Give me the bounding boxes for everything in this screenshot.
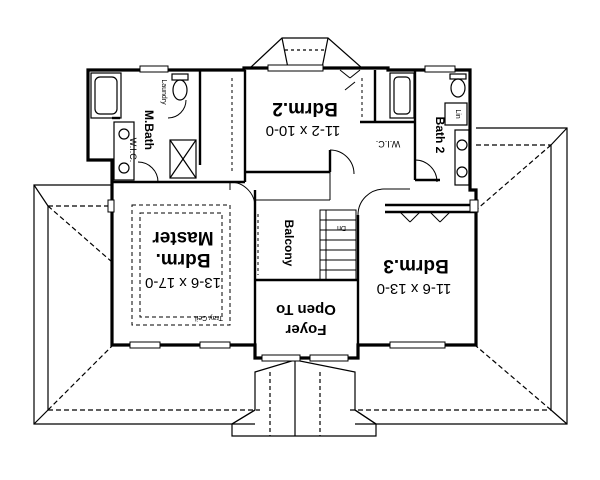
exterior-walls <box>86 66 478 360</box>
room-foyer: Open To Foyer <box>276 301 336 338</box>
stair <box>319 209 357 281</box>
bedroom2-size: 11-2 x 10-0 <box>266 122 341 139</box>
bedroom3-name: Bdrm.3 <box>383 255 448 276</box>
hall-lines <box>255 172 331 201</box>
master-name-2: Bdrm. <box>156 249 211 270</box>
mbath-label: M.Bath <box>142 110 156 150</box>
foyer-line-2: Foyer <box>285 321 326 338</box>
door-swings <box>137 69 451 223</box>
laundry-label: Laundry <box>160 79 167 105</box>
bath2-label: Bath 2 <box>433 117 447 154</box>
bedroom2-name: Bdrm.2 <box>272 98 337 119</box>
master-name-1: Master <box>152 227 214 248</box>
tray-ceiling <box>131 204 231 326</box>
room-bedroom2: Bdrm.2 11-2 x 10-0 <box>266 98 341 139</box>
room-master: Master Bdrm. 13-6 x 17-0 Tray Ceil. <box>145 227 223 321</box>
bedroom3-size: 11-6 x 13-0 <box>377 280 452 297</box>
master-ceiling: Tray Ceil. <box>193 314 223 321</box>
wic-label: W.I.C. <box>376 139 401 149</box>
master-size: 13-6 x 17-0 <box>145 274 221 291</box>
fixtures <box>90 72 470 186</box>
stair-mark: Dn <box>337 224 346 231</box>
balcony-label: Balcony <box>282 220 296 267</box>
room-bedroom3: Bdrm.3 11-6 x 13-0 <box>377 255 452 297</box>
bath2-linen-label: Lin <box>454 109 461 118</box>
foyer-line-1: Open To <box>276 301 336 318</box>
mbath-closet-label: W.I.C. <box>128 138 138 163</box>
roof-outline <box>33 37 568 437</box>
windows <box>107 64 479 362</box>
closet-shelves <box>231 78 363 275</box>
